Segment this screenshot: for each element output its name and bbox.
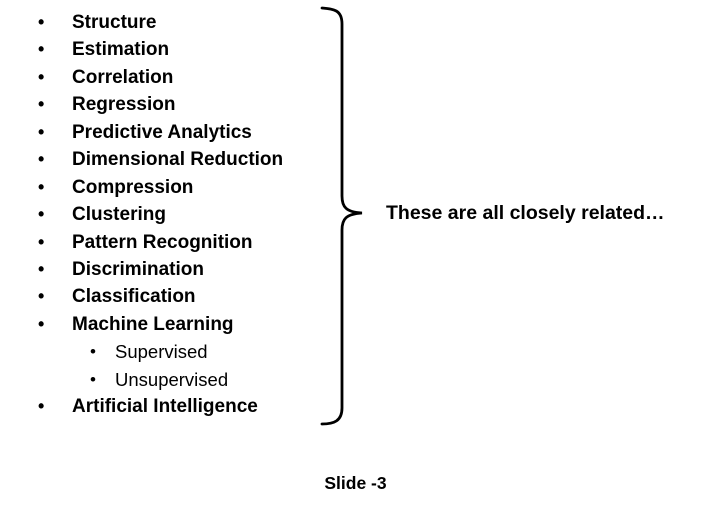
bullet-icon: •	[38, 286, 45, 307]
list-item: • Clustering	[0, 201, 283, 228]
list-item-label: Estimation	[72, 39, 170, 61]
bullet-icon: •	[90, 342, 96, 362]
bullet-icon: •	[38, 258, 45, 279]
list-subitem: • Unsupervised	[0, 366, 283, 393]
list-item-label: Dimensional Reduction	[72, 149, 284, 171]
list-item-label: Classification	[72, 286, 196, 308]
list-item-label: Pattern Recognition	[72, 231, 253, 253]
list-item: • Correlation	[0, 64, 283, 91]
bullet-icon: •	[38, 204, 45, 225]
bullet-icon: •	[90, 369, 96, 389]
bullet-icon: •	[38, 66, 45, 87]
slide-number-label: Slide -3	[324, 473, 387, 493]
list-item: • Artificial Intelligence	[0, 393, 283, 420]
bullet-icon: •	[38, 313, 45, 334]
bullet-icon: •	[38, 176, 45, 197]
list-item-label: Artificial Intelligence	[72, 396, 258, 418]
bullet-icon: •	[38, 231, 45, 252]
list-item: • Discrimination	[0, 256, 283, 283]
list-item-label: Discrimination	[72, 258, 204, 280]
list-item: • Structure	[0, 9, 283, 36]
list-item: • Compression	[0, 174, 283, 201]
bullet-icon: •	[38, 12, 45, 32]
list-subitem: • Supervised	[0, 338, 283, 365]
list-item-label: Structure	[72, 12, 157, 33]
list-item: • Pattern Recognition	[0, 229, 283, 256]
list-item-label: Predictive Analytics	[72, 121, 252, 143]
bullet-icon: •	[38, 149, 45, 170]
list-item-label: Compression	[72, 176, 194, 198]
curly-brace-icon	[320, 6, 363, 426]
list-item-label: Supervised	[115, 341, 208, 363]
bullet-icon: •	[38, 94, 45, 115]
annotation-text: These are all closely related…	[386, 202, 665, 224]
list-item-label: Correlation	[72, 66, 174, 88]
list-item: • Regression	[0, 91, 283, 118]
list-item: • Estimation	[0, 36, 283, 63]
list-item: • Dimensional Reduction	[0, 146, 283, 173]
list-item: • Predictive Analytics	[0, 119, 283, 146]
list-item-label: Unsupervised	[115, 368, 229, 390]
list-item: • Classification	[0, 283, 283, 310]
bullet-icon: •	[38, 121, 45, 142]
bullet-icon: •	[38, 39, 45, 60]
list-item-label: Clustering	[72, 204, 166, 226]
bullet-icon: •	[38, 396, 45, 417]
list-item: • Machine Learning	[0, 311, 283, 338]
topic-list: • Structure • Estimation • Correlation • Regres…	[0, 9, 283, 421]
list-item-label: Regression	[72, 94, 176, 116]
list-item-label: Machine Learning	[72, 313, 234, 335]
